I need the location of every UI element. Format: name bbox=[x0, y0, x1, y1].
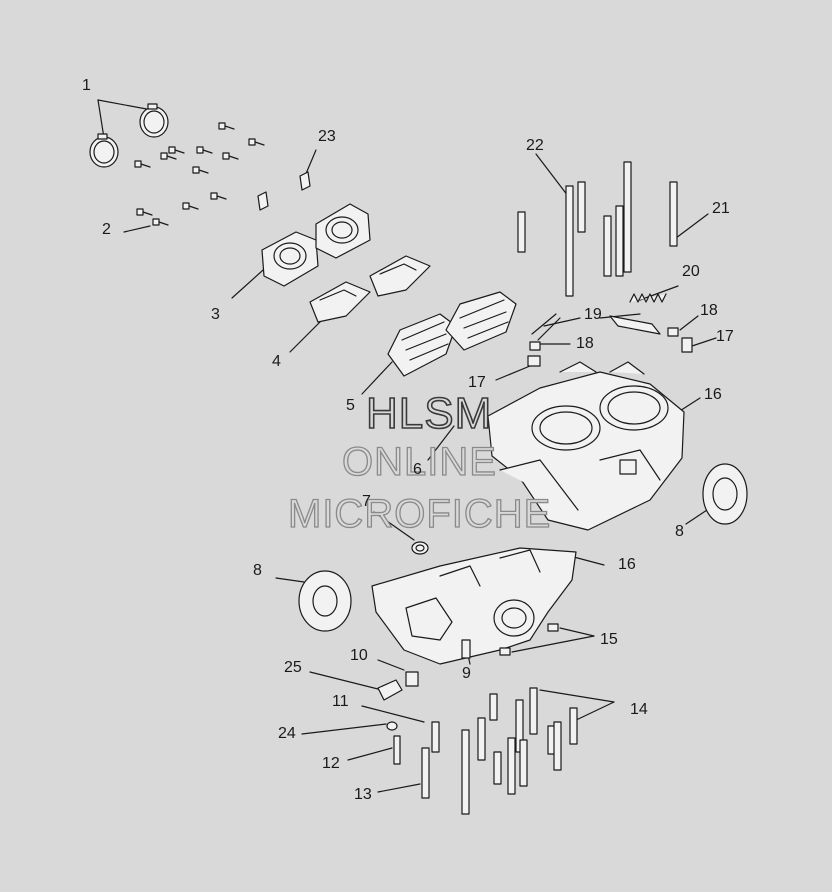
callout-9: 9 bbox=[462, 665, 471, 682]
callout-21: 21 bbox=[712, 200, 730, 217]
callout-25: 25 bbox=[284, 659, 302, 676]
watermark-line-2: ONLINE bbox=[341, 440, 497, 484]
callout-6: 6 bbox=[413, 461, 422, 478]
callout-8-left: 8 bbox=[253, 562, 262, 579]
callout-22: 22 bbox=[526, 137, 544, 154]
callout-17-right: 17 bbox=[716, 328, 734, 345]
crankshaft-seals bbox=[298, 463, 748, 632]
callout-20: 20 bbox=[682, 263, 700, 280]
callout-18-left: 18 bbox=[576, 335, 594, 352]
watermark-line-3: MICROFICHE bbox=[287, 492, 552, 536]
callout-3: 3 bbox=[211, 306, 220, 323]
callout-15: 15 bbox=[600, 631, 618, 648]
studs bbox=[517, 161, 678, 297]
callout-24: 24 bbox=[278, 725, 296, 742]
reed-valve-assemblies bbox=[387, 291, 517, 377]
watermark-line-1: HLSM bbox=[365, 389, 493, 438]
callout-12: 12 bbox=[322, 755, 340, 772]
callout-13: 13 bbox=[354, 786, 372, 803]
callout-2: 2 bbox=[102, 221, 111, 238]
callout-18-right: 18 bbox=[700, 302, 718, 319]
upper-crankcase bbox=[487, 361, 685, 531]
callout-1: 1 bbox=[82, 77, 91, 94]
lower-crankcase bbox=[371, 547, 577, 665]
callout-11: 11 bbox=[332, 693, 349, 710]
callout-10: 10 bbox=[350, 647, 368, 664]
hose-clamps bbox=[89, 103, 169, 168]
callout-17-left: 17 bbox=[468, 374, 486, 391]
callout-16-lower: 16 bbox=[618, 556, 636, 573]
small-hardware bbox=[377, 541, 559, 731]
intake-manifolds bbox=[261, 203, 371, 287]
callout-23: 23 bbox=[318, 128, 336, 145]
callout-19: 19 bbox=[584, 306, 602, 323]
screws bbox=[134, 122, 265, 226]
callout-4: 4 bbox=[272, 353, 281, 370]
reed-spacers bbox=[309, 255, 431, 323]
callout-8-right: 8 bbox=[675, 523, 684, 540]
crankcase-bolts bbox=[393, 687, 578, 815]
callout-16-upper: 16 bbox=[704, 386, 722, 403]
spring-and-fittings bbox=[527, 293, 693, 367]
brackets bbox=[257, 171, 311, 211]
callout-7: 7 bbox=[362, 493, 371, 510]
callout-5: 5 bbox=[346, 397, 355, 414]
callout-14: 14 bbox=[630, 701, 648, 718]
